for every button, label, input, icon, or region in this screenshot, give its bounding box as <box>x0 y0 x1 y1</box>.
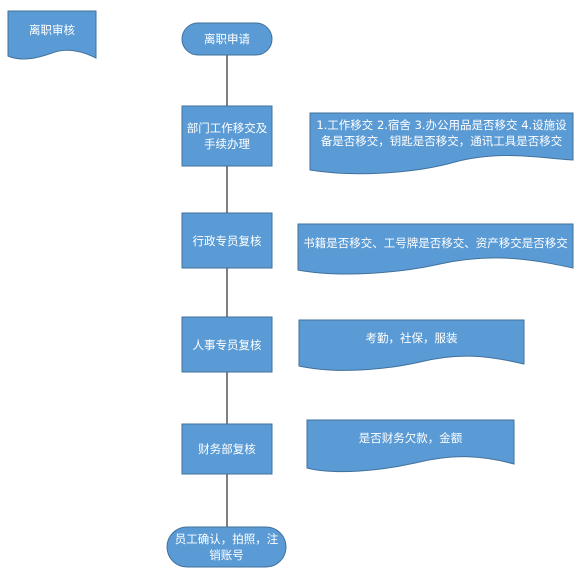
dept-note-shape <box>309 112 574 175</box>
start-node-label: 离职申请 <box>204 32 250 46</box>
end-node-label: 员工确认，拍照，注销账号 <box>174 532 279 562</box>
hr-node-shape <box>181 316 273 373</box>
admin-note-shape <box>297 223 574 275</box>
dept-node-label: 部门工作移交及手续办理 <box>186 121 268 151</box>
admin-node-label: 行政专员复核 <box>192 233 262 248</box>
hr-note-shape <box>298 319 525 371</box>
finance-node-shape <box>181 423 273 475</box>
hr-node-label: 人事专员复核 <box>192 337 262 352</box>
finance-note-shape <box>306 419 515 473</box>
admin-note-label: 书籍是否移交、工号牌是否移交、资产移交是否移交 <box>303 236 568 250</box>
finance-node-label: 财务部复核 <box>198 442 256 456</box>
admin-node-shape <box>181 212 273 269</box>
title-tag-shape <box>7 10 97 60</box>
hr-note-label: 考勤，社保，服装 <box>365 331 458 345</box>
start-node-shape <box>181 22 273 56</box>
dept-node-shape <box>181 105 273 167</box>
end-node-shape <box>166 526 287 568</box>
dept-note-label: 1.工作移交 2.宿舍 3.办公用品是否移交 4.设施设备是否移交，钥匙是否移交… <box>316 118 567 148</box>
title-tag-label: 离职审核 <box>29 23 75 37</box>
finance-note-label: 是否财务欠款，金额 <box>358 431 463 445</box>
